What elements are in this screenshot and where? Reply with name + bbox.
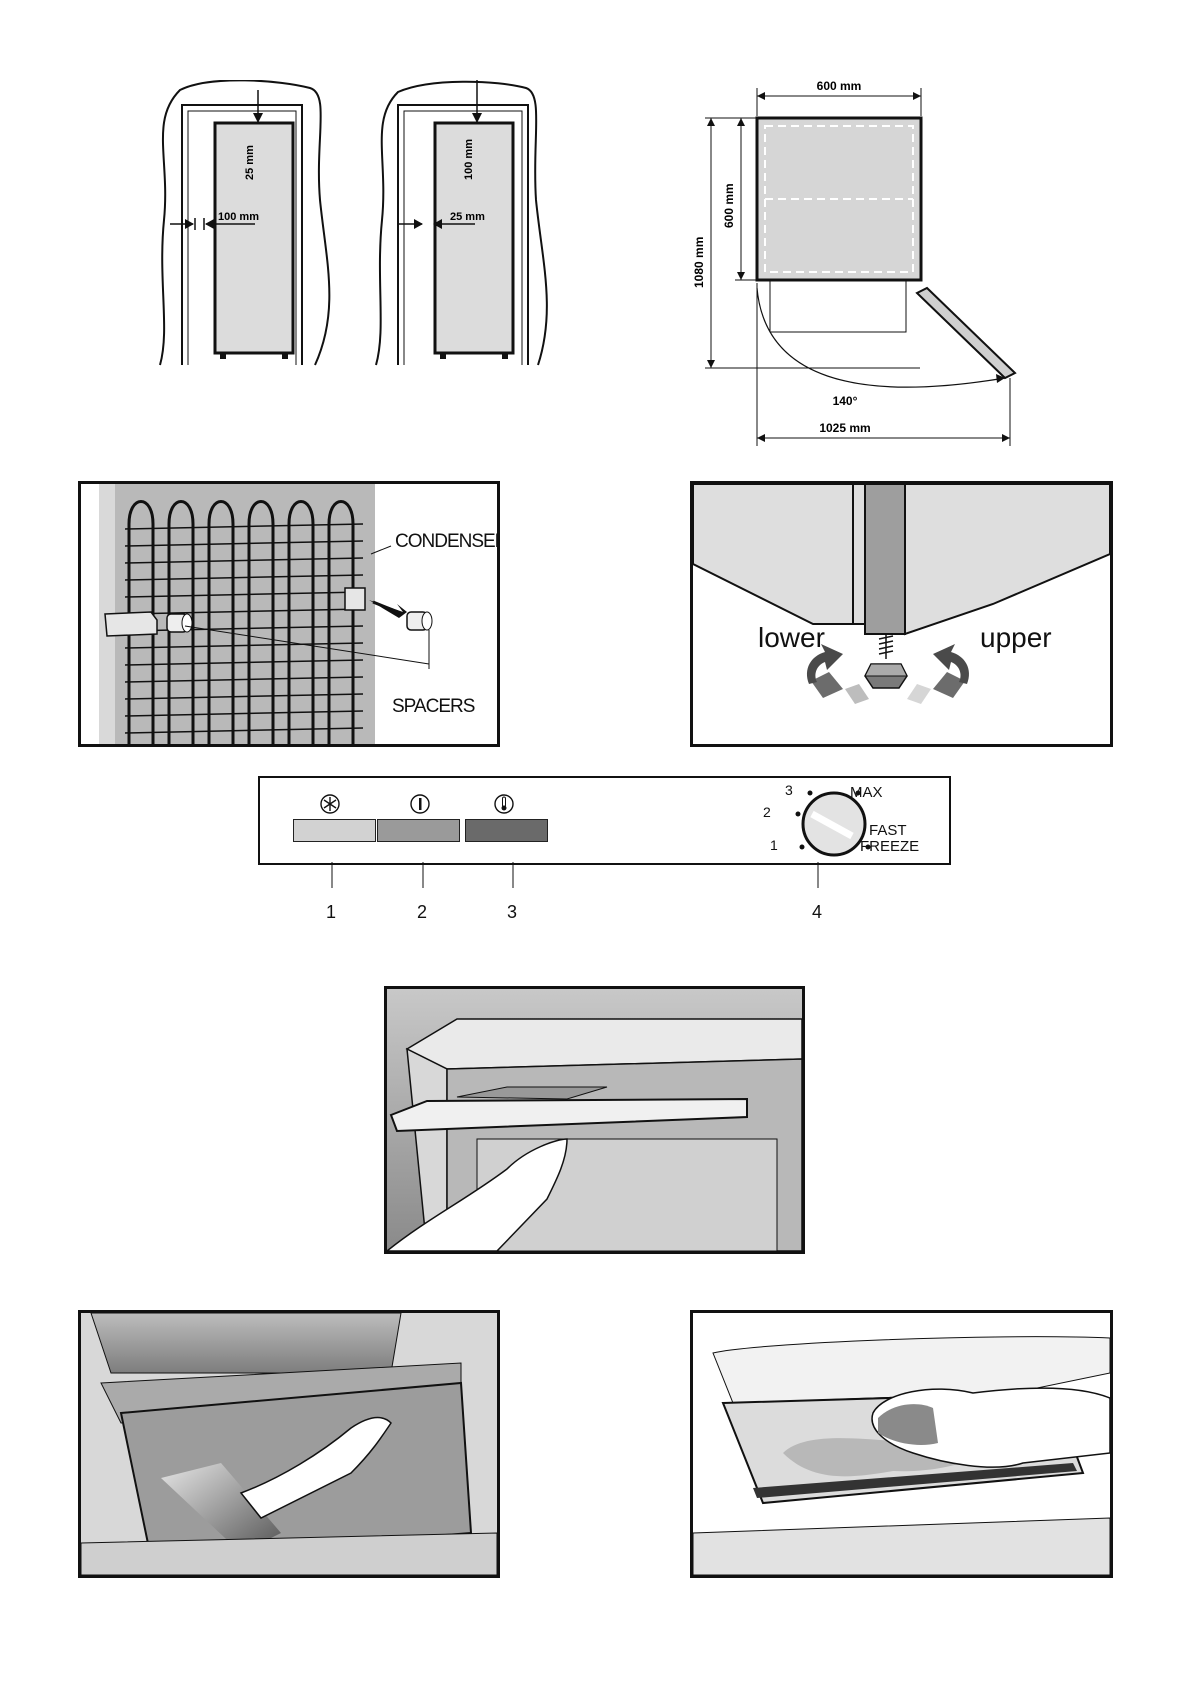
- dimension-width: 600 mm: [817, 79, 862, 93]
- callout-4: 4: [812, 902, 822, 923]
- clearance-diagram: 25 mm 100 mm 100 mm 25 mm: [140, 80, 600, 370]
- max-label: MAX: [850, 784, 883, 801]
- snowflake-icon: [319, 793, 341, 815]
- spacers-label: SPACERS: [392, 696, 474, 718]
- thermometer-icon: [493, 793, 515, 815]
- lamp-indicator-2: [377, 819, 460, 842]
- callout-2: 2: [417, 902, 427, 923]
- callout-3: 3: [507, 902, 517, 923]
- dimension-diagram: 600 mm 600 mm 1080 mm 140° 1025 mm: [685, 78, 1025, 458]
- callout-1: 1: [326, 902, 336, 923]
- lamp-indicator-1: [293, 819, 376, 842]
- lower-label: lower: [758, 622, 825, 654]
- control-panel: 3 2 1 MAX FAST FREEZE: [258, 776, 951, 865]
- basket-illustration: [384, 986, 805, 1254]
- dimension-height: 1080 mm: [692, 237, 706, 288]
- condenser-panel: CONDENSER SPACERS: [78, 481, 500, 747]
- clearance-left-top: 25 mm: [244, 145, 256, 180]
- drawer-illustration: [78, 1310, 500, 1578]
- clearance-right-top: 100 mm: [463, 139, 475, 180]
- control-callout-lines: [300, 862, 840, 892]
- feet-adjust-panel: lower upper: [690, 481, 1113, 747]
- cleaning-illustration: [690, 1310, 1113, 1578]
- clearance-left-side: 100 mm: [218, 211, 259, 223]
- power-icon: [409, 793, 431, 815]
- feet-illustration: [693, 484, 1110, 744]
- dial-position-3: 3: [785, 782, 793, 798]
- dial-position-1: 1: [770, 837, 778, 853]
- fast-freeze-label-line1: FAST: [869, 822, 907, 839]
- dimension-depth: 600 mm: [722, 183, 736, 228]
- condenser-label: CONDENSER: [395, 531, 500, 553]
- upper-label: upper: [980, 622, 1052, 654]
- dimension-angle: 140°: [833, 394, 858, 408]
- lamp-indicator-3: [465, 819, 548, 842]
- dimension-door-span: 1025 mm: [819, 421, 870, 435]
- fast-freeze-label-line2: FREEZE: [860, 838, 919, 855]
- clearance-right-side: 25 mm: [450, 211, 485, 223]
- dial-position-2: 2: [763, 804, 771, 820]
